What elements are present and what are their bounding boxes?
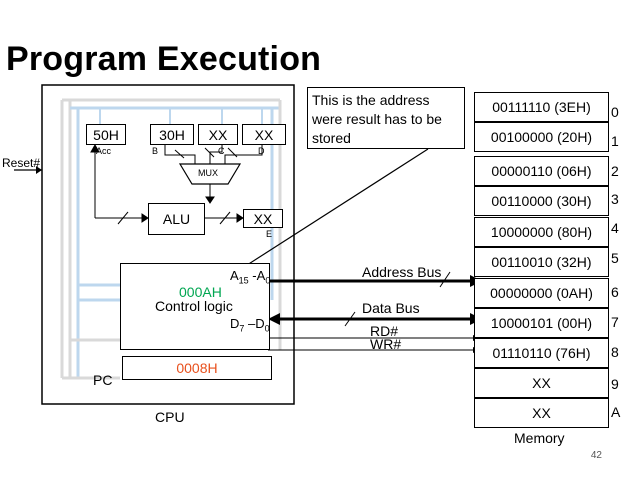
pc-register: 0008H xyxy=(122,356,272,380)
memory-cell: XX xyxy=(474,398,609,428)
mux-label: MUX xyxy=(198,168,218,178)
pc-label: PC xyxy=(93,372,113,388)
memory-cell: 00110010 (32H) xyxy=(474,247,609,277)
memory-cell: 00100000 (20H) xyxy=(474,122,609,152)
wr-signal-label: WR# xyxy=(370,336,402,352)
alu-block: ALU xyxy=(148,203,205,235)
register-d: XX xyxy=(242,124,286,145)
address-bus-label: Address Bus xyxy=(362,264,442,280)
memory-index: 7 xyxy=(611,314,619,330)
address-pins-label: A15 -A0 xyxy=(230,268,271,286)
memory-cell: 00110000 (30H) xyxy=(474,186,609,216)
memory-index: 9 xyxy=(611,376,619,392)
memory-index: 3 xyxy=(611,191,619,207)
memory-cell: 10000101 (00H) xyxy=(474,308,609,338)
control-logic-label: Control logic xyxy=(155,298,233,314)
memory-index: A xyxy=(611,404,621,420)
memory-index: 1 xyxy=(611,133,619,149)
memory-cell: 10000000 (80H) xyxy=(474,217,609,247)
control-logic-block xyxy=(120,263,270,350)
memory-cell: 00000110 (06H) xyxy=(474,156,609,186)
cpu-label: CPU xyxy=(155,409,185,425)
memory-label: Memory xyxy=(514,430,565,446)
reset-label: Reset# xyxy=(2,156,41,170)
memory-index: 8 xyxy=(611,344,619,360)
register-d-label: D xyxy=(258,146,265,156)
memory-index: 4 xyxy=(611,220,619,236)
register-b-label: B xyxy=(152,146,159,156)
memory-cell: 00111110 (3EH) xyxy=(474,92,609,122)
rd-signal-label: RD# xyxy=(370,323,399,339)
memory-index: 5 xyxy=(611,250,619,266)
memory-cell: 01110110 (76H) xyxy=(474,338,609,368)
register-acc-label: Acc xyxy=(96,146,112,156)
register-acc: 50H xyxy=(86,124,126,145)
control-logic-value: 000AH xyxy=(179,284,222,300)
data-pins-label: D7 –D0 xyxy=(230,316,270,334)
register-c-label: C xyxy=(218,146,225,156)
memory-cell: 00000000 (0AH) xyxy=(474,278,609,308)
register-c: XX xyxy=(198,124,238,145)
address-callout: This is the address were result has to b… xyxy=(307,87,465,149)
slide-title: Program Execution xyxy=(6,40,322,78)
register-e-label: E xyxy=(266,229,273,239)
register-e: XX xyxy=(243,209,283,228)
page-number: 42 xyxy=(590,450,602,461)
data-bus-label: Data Bus xyxy=(362,300,420,316)
memory-index: 0 xyxy=(611,104,619,120)
mux-shape xyxy=(178,163,242,185)
register-b: 30H xyxy=(150,124,194,145)
memory-cell: XX xyxy=(474,368,609,398)
memory-index: 6 xyxy=(611,284,619,300)
memory-index: 2 xyxy=(611,163,619,179)
